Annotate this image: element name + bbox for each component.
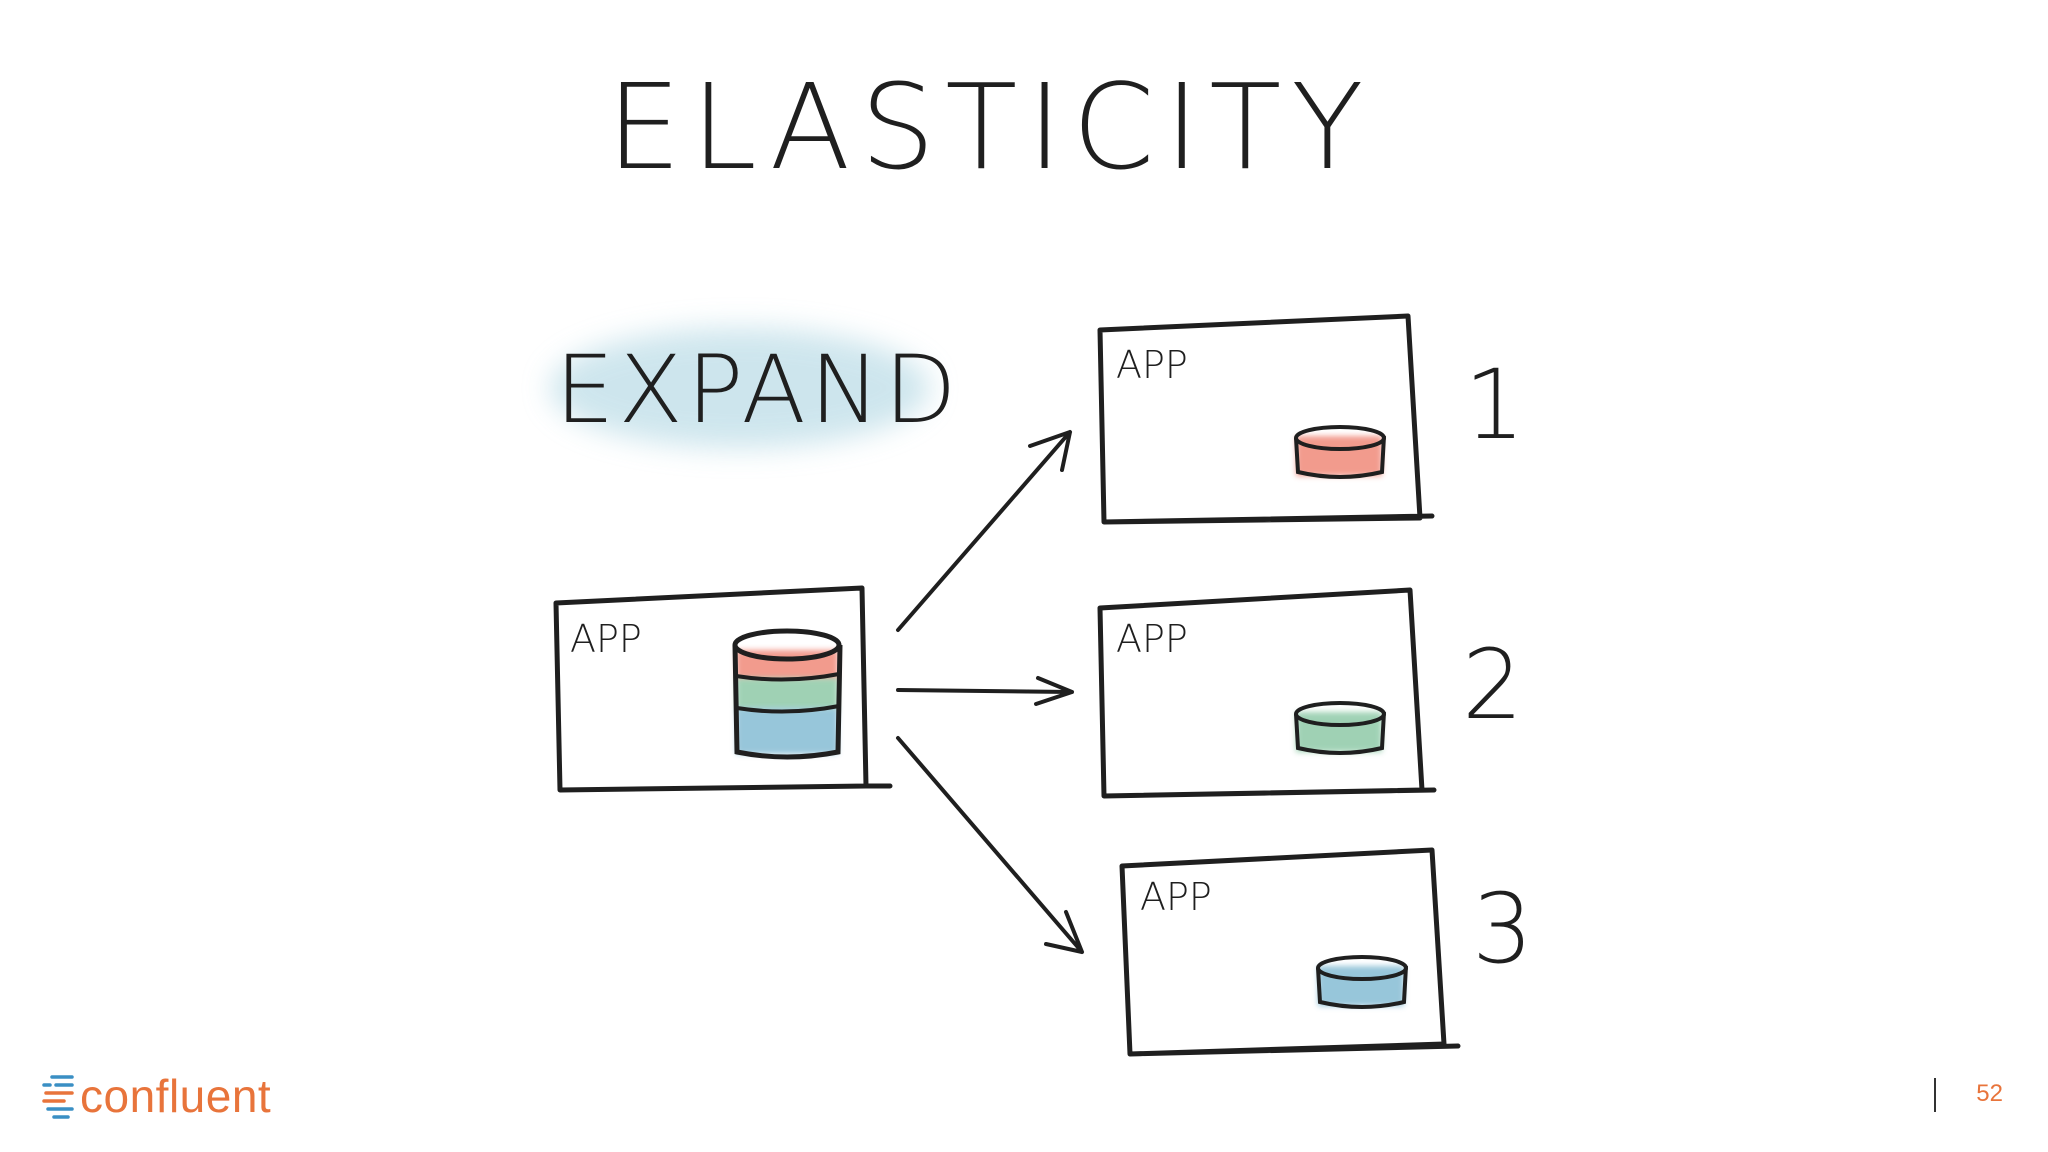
- instance-2-store: [1294, 701, 1386, 755]
- source-app-box: APP: [553, 585, 893, 793]
- instance-1-label: APP: [1116, 343, 1188, 387]
- slide-title: ELASTICITY: [607, 58, 1374, 196]
- page-number-divider: [1934, 1078, 1936, 1112]
- logo-wordmark: confluent: [80, 1070, 272, 1122]
- instance-2-number: 2: [1462, 629, 1523, 741]
- instance-box-2: APP 2: [1097, 587, 1523, 799]
- instance-2-frame: [1097, 587, 1437, 799]
- instance-3-label: APP: [1140, 875, 1212, 919]
- arrow-to-instance-3: [896, 736, 1084, 954]
- expand-highlight: [550, 328, 930, 448]
- confluent-logo: confluent: [42, 1066, 271, 1126]
- instance-box-3: APP 3: [1119, 847, 1533, 1057]
- instance-3-frame: [1119, 847, 1461, 1057]
- arrow-to-instance-1: [896, 430, 1072, 632]
- confluent-logo-icon: [42, 1075, 74, 1119]
- instance-3-store: [1316, 955, 1408, 1009]
- instance-2-label: APP: [1116, 617, 1188, 661]
- expand-label-group: EXPAND: [550, 328, 960, 448]
- instance-1-frame: [1097, 313, 1435, 525]
- instance-3-number: 3: [1472, 873, 1533, 985]
- instance-box-1: APP 1: [1097, 313, 1525, 525]
- instance-1-store: [1294, 425, 1386, 479]
- arrow-to-instance-2: [896, 676, 1074, 706]
- page-number: 52: [1976, 1080, 2003, 1107]
- expand-arrows: [896, 430, 1084, 954]
- source-store-cylinder: [732, 628, 843, 760]
- instance-1-number: 1: [1464, 349, 1525, 461]
- source-app-label: APP: [570, 617, 642, 661]
- source-app-frame: [553, 585, 893, 793]
- expand-label: EXPAND: [555, 336, 960, 445]
